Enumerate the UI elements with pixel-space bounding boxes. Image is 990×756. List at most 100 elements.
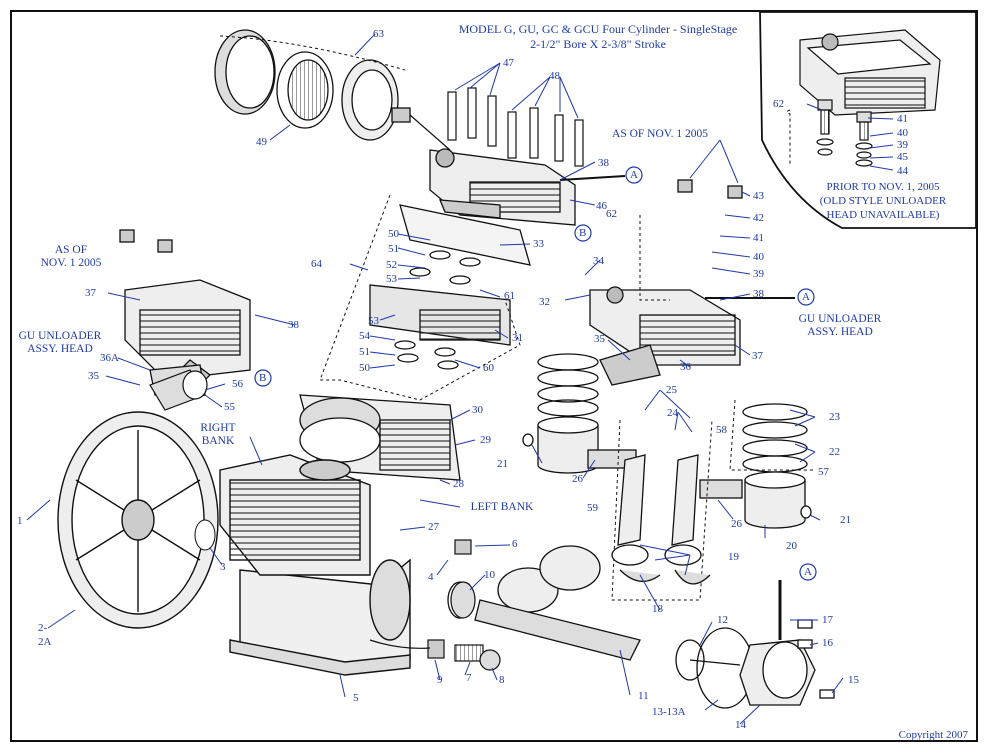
callout-56: 56 [232, 378, 243, 390]
callout-9: 9 [437, 674, 443, 686]
callout-39-inset: 39 [897, 139, 908, 151]
callout-10: 10 [484, 569, 495, 581]
callout-24: 24 [667, 407, 678, 419]
inset-head-drawing [799, 29, 941, 116]
callout-16: 16 [822, 637, 833, 649]
callout-20: 20 [786, 540, 797, 552]
marker-b-top [574, 224, 592, 242]
gu-right-line-2: ASSY. HEAD [807, 326, 873, 338]
right-bank-label: RIGHT BANK [193, 422, 243, 448]
inset-note-line-3: HEAD UNAVAILABLE) [826, 209, 940, 221]
callout-40-inset: 40 [897, 127, 908, 139]
marker-circles [254, 166, 817, 581]
marker-b-left [254, 369, 272, 387]
as-of-left-line-2: NOV. 1 2005 [40, 257, 102, 269]
left-fittings-drawing [149, 369, 208, 411]
callout-5: 5 [353, 692, 359, 704]
callout-34: 34 [593, 255, 604, 267]
callout-38-top: 38 [598, 157, 609, 169]
callout-58: 58 [716, 424, 727, 436]
cylinder-block-drawing [299, 394, 461, 481]
callout-13: 13-13A [652, 706, 686, 718]
callout-51-top: 51 [388, 243, 399, 255]
marker-b-top-label: B [579, 227, 587, 239]
as-of-right-note: AS OF NOV. 1 2005 [612, 128, 708, 140]
callout-45: 45 [897, 151, 908, 163]
right-bank-line-1: RIGHT [200, 422, 236, 434]
callout-50-top: 50 [388, 228, 399, 240]
callout-49: 49 [256, 136, 267, 148]
callout-28: 28 [453, 478, 464, 490]
callout-53-bottom: 53 [368, 315, 379, 327]
callout-60: 60 [483, 362, 494, 374]
inset-note: PRIOR TO NOV. 1, 2005 (OLD STYLE UNLOADE… [798, 180, 968, 222]
marker-a-bottom-label: A [804, 566, 812, 578]
callout-43: 43 [753, 190, 764, 202]
callout-39-right: 39 [753, 268, 764, 280]
outer-border [10, 10, 978, 742]
marker-a-right [797, 288, 815, 306]
callout-38-left: 38 [288, 319, 299, 331]
valve-plate-drawing [369, 204, 531, 370]
callout-18: 18 [652, 603, 663, 615]
callout-19: 19 [728, 551, 739, 563]
callout-48: 48 [549, 70, 560, 82]
callout-31: 31 [512, 332, 523, 344]
callout-3: 3 [220, 561, 226, 573]
callout-62-inset: 62 [773, 98, 784, 110]
callout-30: 30 [472, 404, 483, 416]
callout-42: 42 [753, 212, 764, 224]
callout-41-right: 41 [753, 232, 764, 244]
callout-64: 64 [311, 258, 322, 270]
callout-37-right: 37 [752, 350, 763, 362]
pistons-drawing [522, 416, 812, 529]
callout-6: 6 [512, 538, 518, 550]
center-head-drawing [429, 148, 626, 226]
callout-50-bottom: 50 [359, 362, 370, 374]
callout-63: 63 [373, 28, 384, 40]
callout-1: 1 [17, 515, 23, 527]
callout-25: 25 [666, 384, 677, 396]
marker-a-top [625, 166, 643, 184]
callout-7: 7 [466, 672, 472, 684]
as-of-left-line-1: AS OF [54, 244, 88, 256]
callout-54: 54 [359, 330, 370, 342]
seal-drawing [194, 519, 216, 551]
callout-37-left: 37 [85, 287, 96, 299]
inset-bolts [816, 99, 873, 167]
callout-35-left: 35 [88, 370, 99, 382]
callout-32: 32 [539, 296, 550, 308]
callout-57: 57 [818, 466, 829, 478]
callout-22: 22 [829, 446, 840, 458]
callout-2: 2- [38, 622, 48, 634]
callout-26-right: 26 [731, 518, 742, 530]
copyright: Copyright 2007 [898, 729, 968, 741]
diagram-title: MODEL G, GU, GC & GCU Four Cylinder - Si… [420, 22, 776, 52]
callout-29: 29 [480, 434, 491, 446]
marker-b-left-label: B [259, 372, 267, 384]
marker-a-bottom [799, 563, 817, 581]
callout-55: 55 [224, 401, 235, 413]
small-parts-drawing [369, 539, 501, 671]
callout-33: 33 [533, 238, 544, 250]
gu-unloader-right-label: GU UNLOADER ASSY. HEAD [790, 313, 890, 339]
callout-46: 46 [596, 200, 607, 212]
callout-44: 44 [897, 165, 908, 177]
callout-35-right: 35 [594, 333, 605, 345]
title-line-2: 2-1/2" Bore X 2-3/8" Stroke [530, 37, 666, 51]
callout-59: 59 [587, 502, 598, 514]
rear-cover-drawing [696, 580, 835, 709]
callout-12: 12 [717, 614, 728, 626]
right-unloader-head-drawing [589, 179, 795, 386]
inset-border [759, 11, 977, 229]
head-bolts-drawing [447, 87, 584, 167]
leader-lines [26, 33, 894, 725]
callout-38-right: 38 [753, 288, 764, 300]
callout-41-inset: 41 [897, 113, 908, 125]
callout-11: 11 [638, 690, 649, 702]
marker-a-right-label: A [802, 291, 810, 303]
callout-26-left: 26 [572, 473, 583, 485]
callout-17: 17 [822, 614, 833, 626]
